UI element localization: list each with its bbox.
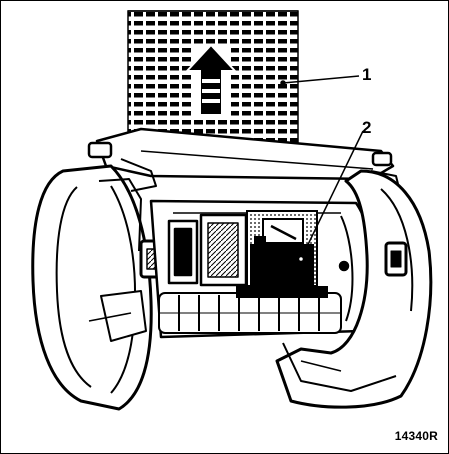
leader-lines (280, 75, 364, 263)
right-housing (275, 169, 433, 409)
fan-wheel (158, 286, 342, 334)
left-housing (31, 164, 169, 411)
up-arrow-icon (184, 43, 238, 117)
callout-label-2: 2 (362, 118, 372, 137)
callout-label-1: 1 (362, 65, 372, 84)
figure-reference-code: 14340R (394, 429, 438, 443)
